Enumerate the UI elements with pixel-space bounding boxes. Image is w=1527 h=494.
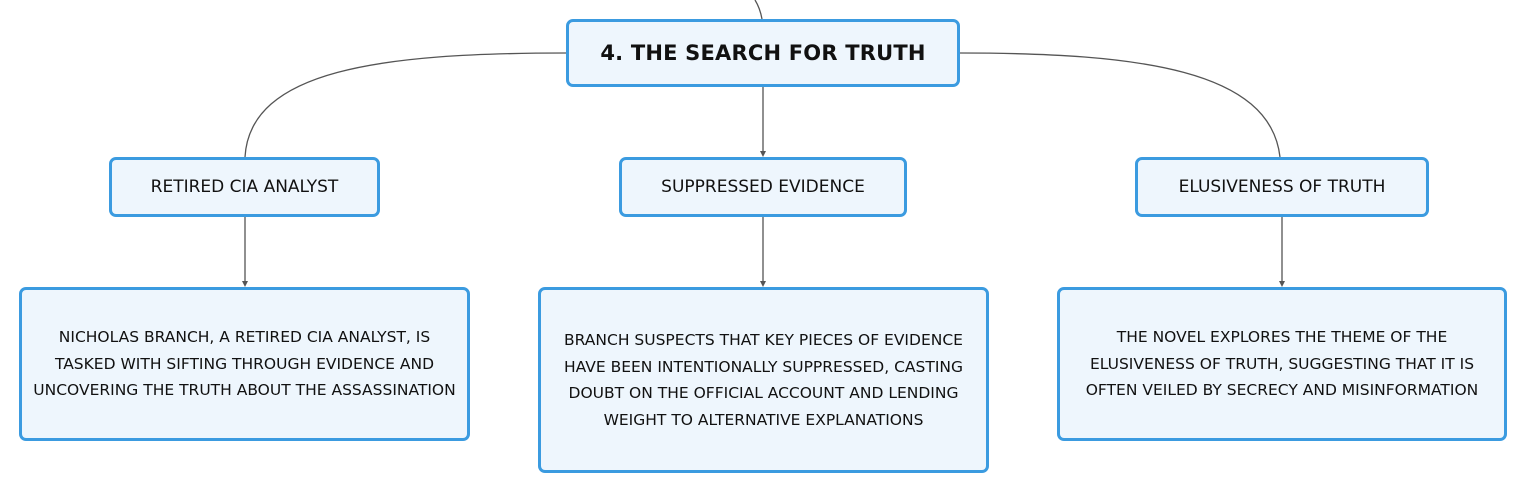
connector-root-to-topic-1 <box>244 52 567 158</box>
arrowhead-detail-3 <box>1279 281 1285 287</box>
topic-node-label: SUPPRESSED EVIDENCE <box>661 177 865 197</box>
root-node[interactable]: 4. THE SEARCH FOR TRUTH <box>566 19 960 87</box>
detail-node-text: BRANCH SUSPECTS THAT KEY PIECES OF EVIDE… <box>563 331 963 429</box>
root-node-label: 4. THE SEARCH FOR TRUTH <box>600 41 926 65</box>
detail-node-elusiveness-of-truth[interactable]: THE NOVEL EXPLORES THE THEME OF THE ELUS… <box>1057 287 1507 441</box>
detail-node-retired-cia-analyst[interactable]: NICHOLAS BRANCH, A RETIRED CIA ANALYST, … <box>19 287 470 441</box>
topic-node-suppressed-evidence[interactable]: SUPPRESSED EVIDENCE <box>619 157 907 217</box>
arrowhead-detail-1 <box>242 281 248 287</box>
topic-node-label: RETIRED CIA ANALYST <box>150 177 339 197</box>
connector-root-to-topic-3 <box>959 52 1281 158</box>
topic-node-elusiveness-of-truth[interactable]: ELUSIVENESS OF TRUTH <box>1135 157 1429 217</box>
topic-node-label: ELUSIVENESS OF TRUTH <box>1178 177 1386 197</box>
detail-node-text: THE NOVEL EXPLORES THE THEME OF THE ELUS… <box>1085 328 1479 400</box>
connector-from-parent <box>754 0 763 20</box>
arrowhead-detail-2 <box>760 281 766 287</box>
detail-node-text: NICHOLAS BRANCH, A RETIRED CIA ANALYST, … <box>33 328 456 400</box>
arrowhead-topic-2 <box>760 151 766 157</box>
detail-node-suppressed-evidence[interactable]: BRANCH SUSPECTS THAT KEY PIECES OF EVIDE… <box>538 287 989 473</box>
topic-node-retired-cia-analyst[interactable]: RETIRED CIA ANALYST <box>109 157 380 217</box>
